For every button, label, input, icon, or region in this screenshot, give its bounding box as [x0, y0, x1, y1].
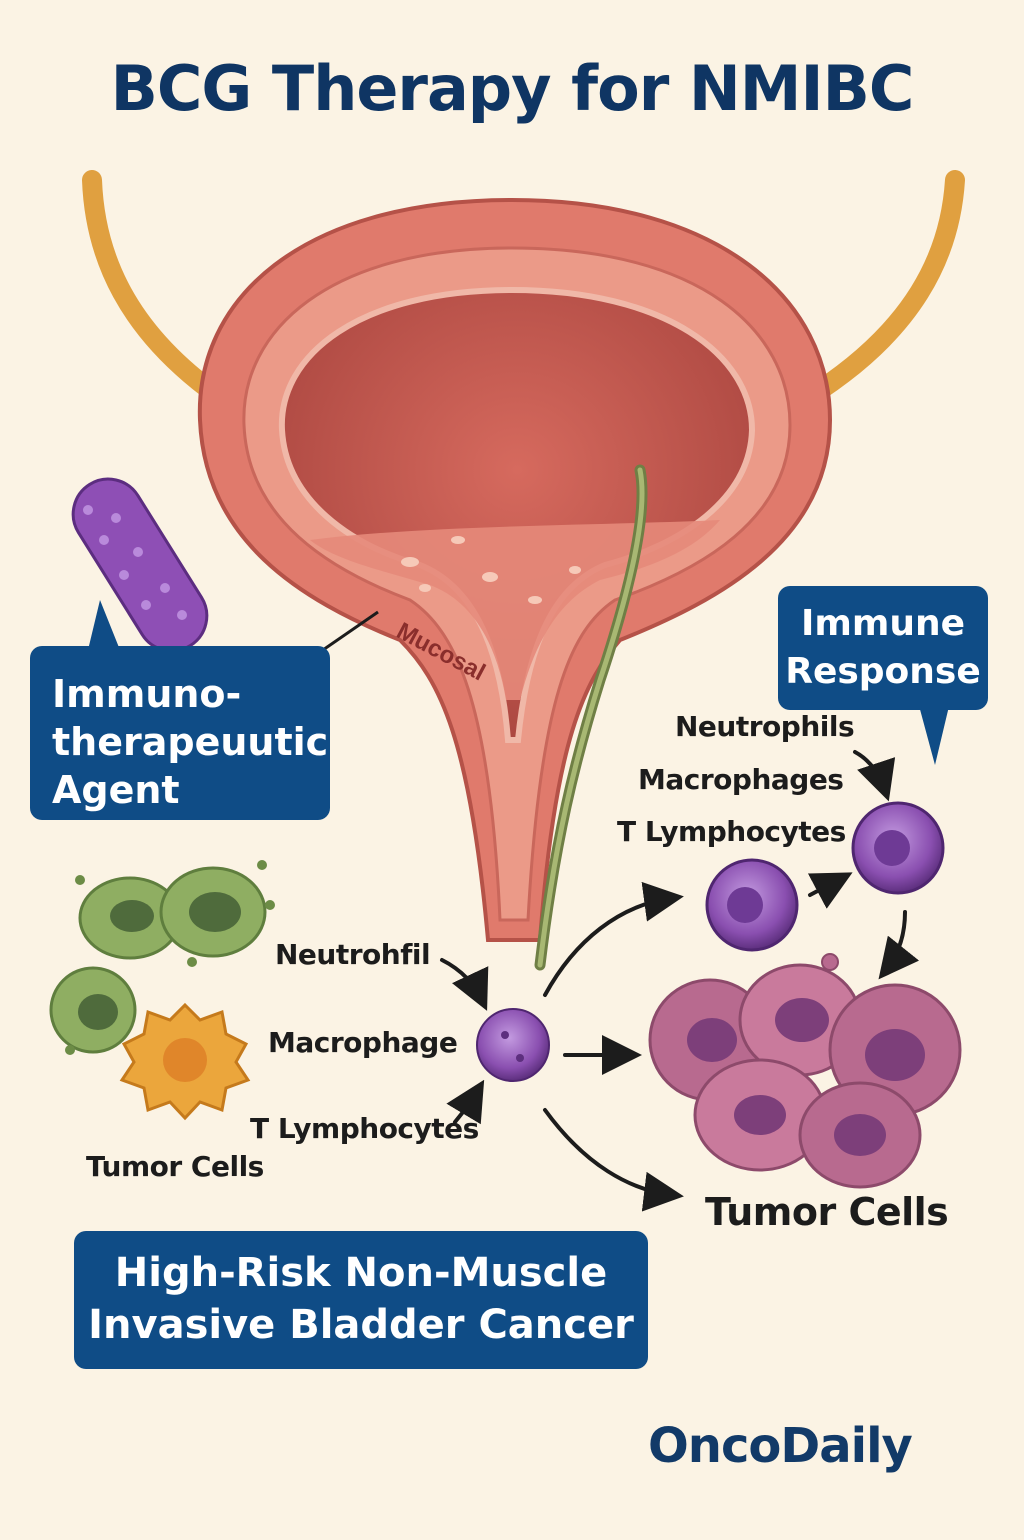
bcg-bacterium: [71, 477, 209, 653]
label-neutrophil-left: Neutrohfil: [275, 938, 431, 971]
label-macrophages-right: Macrophages: [638, 763, 844, 796]
immune-line-2: Response: [785, 651, 981, 692]
label-t-lymphocytes-left: T Lymphocytes: [250, 1112, 479, 1145]
central-immune-cell: [476, 1008, 550, 1082]
arrows: [440, 750, 920, 1212]
right-ureter: [810, 170, 965, 400]
agent-line-2: therapeuutic: [52, 720, 329, 764]
immunotherapeutic-agent-box: Immuno- therapeuutic Agent: [30, 646, 330, 820]
label-t-lymphocytes-right: T Lymphocytes: [617, 815, 846, 848]
green-cells: [49, 860, 275, 1055]
brand-logo: OncoDaily: [648, 1418, 913, 1474]
immune-response-box: Immune Response: [778, 586, 988, 710]
agent-line-3: Agent: [52, 768, 180, 812]
label-macrophage-left: Macrophage: [268, 1026, 458, 1059]
left-ureter: [82, 170, 220, 400]
tumor-cluster: [648, 953, 962, 1189]
label-tumor-cells-left: Tumor Cells: [86, 1150, 264, 1183]
label-neutrophils-right: Neutrophils: [675, 710, 855, 743]
page-title: BCG Therapy for NMIBC: [110, 52, 915, 125]
cancer-line-2: Invasive Bladder Cancer: [88, 1302, 634, 1348]
cancer-line-1: High-Risk Non-Muscle: [114, 1250, 608, 1296]
agent-line-1: Immuno-: [52, 672, 242, 716]
label-tumor-cells-right: Tumor Cells: [705, 1190, 949, 1234]
immune-line-1: Immune: [800, 603, 966, 644]
cancer-type-box: High-Risk Non-Muscle Invasive Bladder Ca…: [74, 1231, 648, 1369]
bladder-lumen: [278, 286, 756, 743]
